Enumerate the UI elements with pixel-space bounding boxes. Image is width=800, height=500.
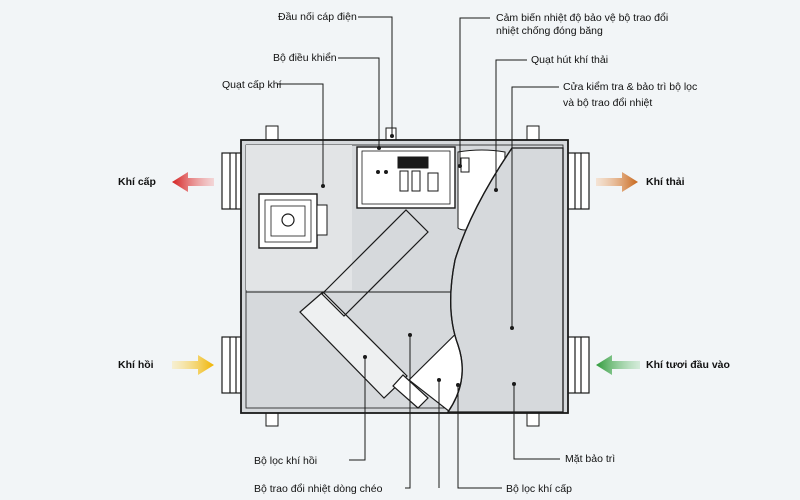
return-filter-label: Bộ lọc khí hồi: [254, 455, 318, 467]
fresh-air-arrow: [596, 355, 640, 375]
sensor-label-line2: nhiệt chống đóng băng: [496, 25, 603, 37]
inspection-door-label-line1: Cửa kiểm tra & bảo trì bộ lọc: [563, 81, 698, 93]
inspection-door-label-line2: và bộ trao đổi nhiệt: [563, 97, 653, 109]
supply-air-arrow: [172, 172, 214, 192]
sensor-label-line1: Cảm biến nhiệt độ bảo vệ bộ trao đổi: [496, 12, 669, 24]
return-air-arrow: [172, 355, 214, 375]
duct-collars: [221, 152, 590, 394]
maintenance-panel-label: Mặt bảo trì: [565, 453, 616, 465]
controller-label: Bộ điều khiển: [273, 52, 337, 64]
supply-air-label: Khí cấp: [118, 176, 156, 188]
exhaust-fan-label: Quạt hút khí thải: [531, 54, 609, 66]
power-connector-label: Đầu nối cáp điện: [278, 11, 357, 23]
leader-lines: [277, 16, 560, 489]
controller-box: [356, 146, 456, 209]
fresh-air-label: Khí tươi đầu vào: [646, 359, 730, 371]
supply-fan-label: Quạt cấp khí: [222, 79, 282, 91]
exhaust-air-label: Khí thải: [646, 176, 685, 188]
exhaust-air-arrow: [596, 172, 638, 192]
supply-fan: [258, 193, 328, 249]
return-air-label: Khí hồi: [118, 359, 154, 371]
leader-dots: [321, 134, 516, 387]
cross-exchanger-label: Bộ trao đổi nhiệt dòng chéo: [254, 483, 383, 495]
supply-filter-label: Bộ lọc khí cấp: [506, 483, 572, 495]
